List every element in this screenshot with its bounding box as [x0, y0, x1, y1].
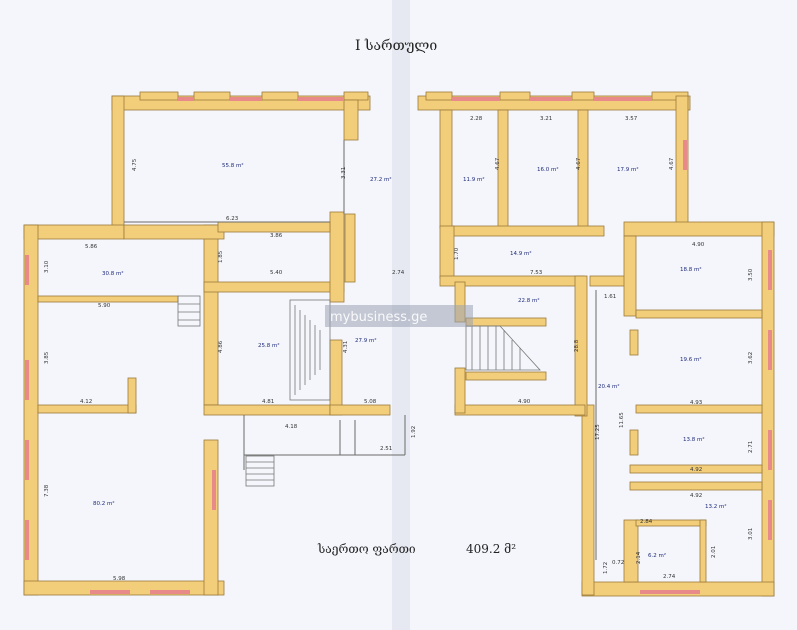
- dim-label: 4.81: [262, 399, 274, 405]
- dim-label: 3.57: [625, 116, 638, 122]
- area-labels: 55.8 m² 27.2 m² 11.9 m² 16.0 m² 17.9 m² …: [93, 162, 727, 559]
- windows-left: [25, 97, 344, 594]
- dim-label: 5.86: [85, 244, 98, 250]
- dim-label: 4.90: [518, 399, 531, 405]
- dim-label: 2.74: [663, 574, 676, 580]
- dim-label: 4.90: [692, 242, 705, 248]
- dim-label: 4.18: [285, 424, 298, 430]
- dim-label: 1.85: [218, 250, 224, 263]
- dim-label: 11.65: [619, 412, 625, 428]
- stairs-center: [289, 299, 331, 401]
- partitions: [124, 140, 597, 560]
- dim-label: 1.92: [411, 426, 417, 438]
- dim-label: 7.38: [44, 484, 50, 497]
- area-label: 55.8 m²: [222, 162, 244, 169]
- dim-label: 3.50: [748, 268, 754, 281]
- area-label: 22.8 m²: [518, 297, 540, 304]
- area-label: 6.2 m²: [648, 552, 666, 559]
- dim-label: 1.70: [454, 247, 460, 260]
- dim-label: 4.67: [669, 157, 675, 170]
- total-area-value: 409.2 მ²: [466, 542, 516, 556]
- dim-label: 2.84: [640, 519, 653, 525]
- dim-label: 17.25: [595, 424, 601, 440]
- dim-label: 2.74: [392, 270, 405, 276]
- dim-label: 3.01: [748, 528, 754, 540]
- stairs-entry: [245, 455, 275, 487]
- dim-label: 3.62: [748, 352, 754, 364]
- dim-label: 1.72: [603, 562, 609, 574]
- area-label: 18.8 m²: [680, 266, 702, 273]
- dim-label: 4.86: [218, 340, 224, 353]
- dim-label: 3.21: [540, 116, 552, 122]
- area-label: 13.8 m²: [683, 436, 705, 443]
- area-label: 17.9 m²: [617, 166, 639, 173]
- area-label: 25.8 m²: [258, 342, 280, 349]
- dim-label: 4.67: [495, 157, 501, 170]
- dim-label: 2.51: [380, 446, 392, 452]
- dim-label: 4.67: [576, 157, 582, 170]
- dim-label: 3.10: [44, 260, 50, 273]
- area-label: 14.9 m²: [510, 250, 532, 257]
- watermark-bg: [325, 305, 473, 327]
- dim-label: 7.53: [530, 270, 543, 276]
- area-label: 80.2 m²: [93, 500, 115, 507]
- dim-label: 6.23: [226, 216, 239, 222]
- stairs-right: [465, 325, 541, 371]
- area-label: 19.6 m²: [680, 356, 702, 363]
- dim-label: 4.75: [132, 158, 138, 171]
- dim-label: 28.8: [574, 339, 580, 352]
- dim-label: 5.98: [113, 576, 126, 582]
- area-label: 27.9 m²: [355, 337, 377, 344]
- dim-label: 1.61: [604, 294, 616, 300]
- dim-label: 5.40: [270, 270, 283, 276]
- dim-label: 3.86: [270, 233, 283, 239]
- dim-label: 5.08: [364, 399, 377, 405]
- dimension-labels: 4.75 3.31 6.23 2.28 3.21 3.57 4.67 4.67 …: [44, 116, 754, 582]
- dim-label: 2.14: [636, 551, 642, 564]
- watermark-text: mybusiness.ge: [330, 310, 427, 325]
- floor-title: I სართული: [355, 37, 437, 54]
- dim-label: 4.92: [690, 493, 702, 499]
- dim-label: 2.71: [748, 441, 754, 453]
- area-label: 13.2 m²: [705, 503, 727, 510]
- dim-label: 4.93: [690, 400, 703, 406]
- windows-right: [452, 97, 772, 594]
- dim-label: 2.01: [711, 546, 717, 558]
- dim-label: 3.85: [44, 351, 50, 364]
- dim-label: 0.72: [612, 560, 624, 566]
- area-label: 27.2 m²: [370, 176, 392, 183]
- dim-label: 4.92: [690, 467, 702, 473]
- dim-label: 4.31: [343, 341, 349, 353]
- stairs-left-small: [177, 295, 201, 327]
- area-label: 30.8 m²: [102, 270, 124, 277]
- total-area-label: საერთო ფართი: [317, 542, 416, 556]
- dim-label: 5.90: [98, 303, 111, 309]
- dim-label: 3.31: [341, 167, 347, 179]
- dim-label: 2.28: [470, 116, 483, 122]
- dim-label: 4.12: [80, 399, 92, 405]
- area-label: 16.0 m²: [537, 166, 559, 173]
- area-label: 20.4 m²: [598, 383, 620, 390]
- walls-left: [23, 91, 391, 596]
- area-label: 11.9 m²: [463, 176, 485, 183]
